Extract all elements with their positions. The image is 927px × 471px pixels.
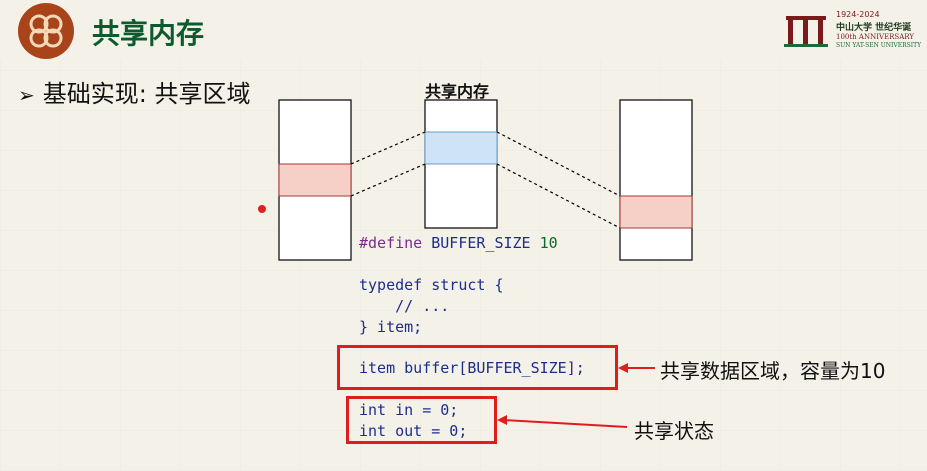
define-keyword: #define xyxy=(359,234,423,252)
mapping-line xyxy=(496,163,621,229)
arrow-head-icon xyxy=(618,363,628,373)
buffer-annotation: 共享数据区域，容量为10 xyxy=(660,359,886,383)
annotation-arrow xyxy=(502,419,628,428)
code-buffer-decl: item buffer[BUFFER_SIZE]; xyxy=(359,359,585,377)
mapping-line xyxy=(350,131,426,165)
code-close: } item; xyxy=(359,318,423,336)
bullet-point: ➢ 基础实现: 共享区域 xyxy=(18,74,250,109)
arrow-bullet-icon: ➢ xyxy=(18,83,35,107)
buffer-highlight-box xyxy=(337,345,618,390)
arrow-head-icon xyxy=(497,415,507,425)
mapping-line xyxy=(496,131,621,197)
bullet-text: 基础实现: 共享区域 xyxy=(42,80,251,108)
logo-name-cn: 中山大学 世纪华诞 xyxy=(836,23,912,33)
logo-anniversary: 100th ANNIVERSARY xyxy=(836,33,914,41)
pointer-dot xyxy=(258,205,266,213)
page-title: 共享内存 xyxy=(92,17,205,50)
knot-emblem-icon xyxy=(18,3,74,59)
code-comment: // ... xyxy=(359,297,450,315)
logo-name-en: SUN YAT-SEN UNIVERSITY xyxy=(836,42,922,49)
mapping-line xyxy=(350,163,426,197)
process-a-shared-region xyxy=(278,163,352,197)
code-int-out: int out = 0; xyxy=(359,422,468,440)
code-define: #define BUFFER_SIZE 10 xyxy=(359,234,558,252)
code-int-in: int in = 0; xyxy=(359,401,459,419)
logo-years: 1924-2024 xyxy=(836,10,880,19)
state-highlight-box xyxy=(346,396,497,444)
shared-memory-label: 共享内存 xyxy=(425,82,490,101)
define-value: 10 xyxy=(539,234,558,252)
process-b-memory xyxy=(619,99,693,261)
define-name: BUFFER_SIZE xyxy=(431,234,531,252)
university-logo: 1924-2024 中山大学 世纪华诞 100th ANNIVERSARY SU… xyxy=(784,6,924,54)
code-typedef: typedef struct { xyxy=(359,276,504,294)
state-annotation: 共享状态 xyxy=(634,419,714,443)
shared-memory-region xyxy=(424,131,498,165)
process-b-shared-region xyxy=(619,195,693,229)
gate-icon xyxy=(784,16,828,47)
